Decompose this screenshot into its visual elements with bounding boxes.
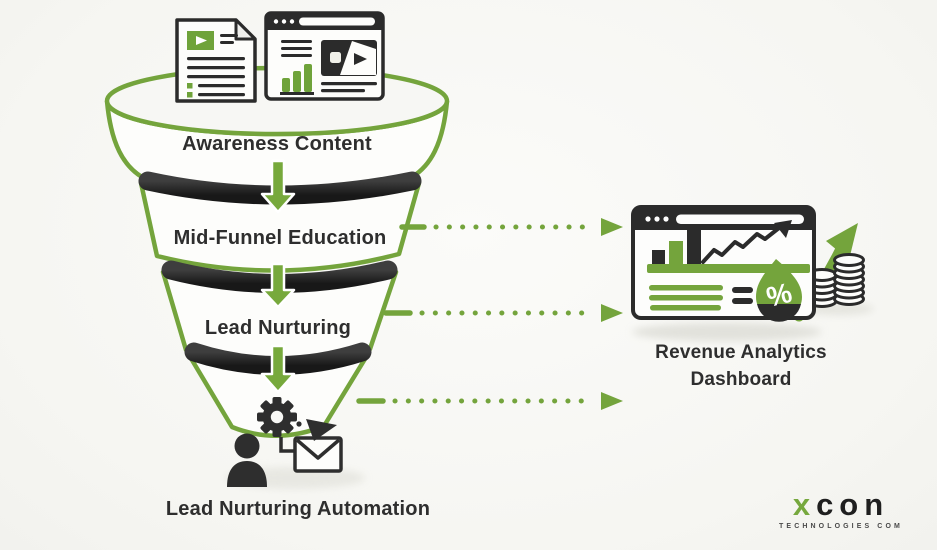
dotted-arrow-icon: [399, 218, 623, 236]
gear-icon: [257, 397, 297, 437]
send-arrow-icon: [296, 419, 337, 441]
dotted-connectors: [356, 218, 623, 410]
funnel-stage-label-leadnurturing: Lead Nurturing: [204, 317, 352, 339]
brand-tagline: TECHNOLOGIES COM: [779, 523, 903, 530]
email-icon: [293, 436, 343, 473]
brand-name-con: con: [816, 487, 890, 522]
funnel-stage-label-awareness: Awareness Content: [182, 133, 372, 155]
marketing-funnel: [104, 65, 450, 438]
coin-stacks-icon: [806, 253, 865, 308]
brand-name: xcon: [772, 489, 910, 520]
revenue-dashboard-illustration: %: [631, 205, 865, 322]
person-icon: [227, 433, 267, 487]
list-lines: [649, 285, 723, 311]
article-video-document-icon: [175, 18, 257, 103]
funnel-bottom-label: Lead Nurturing Automation: [165, 498, 431, 520]
dashboard-label: Revenue Analytics Dashboard: [655, 342, 827, 390]
dotted-arrow-icon: [383, 304, 623, 322]
brand-logo: xcon TECHNOLOGIES COM: [772, 489, 910, 530]
automation-icons: [227, 397, 343, 487]
trend-line-arrow-icon: [701, 220, 792, 264]
funnel-stage-label-midfunnel: Mid-Funnel Education: [173, 227, 387, 249]
percent-droplet-icon: %: [756, 259, 802, 322]
mini-bar-chart-icon: [282, 64, 312, 92]
equals-icon: [732, 287, 753, 304]
connector-line: [279, 437, 294, 453]
webpage-media-icon: [264, 11, 385, 101]
down-arrow-icon: [260, 159, 296, 394]
dotted-arrow-icon: [356, 392, 623, 410]
video-thumbnail-icon: [321, 40, 377, 76]
brand-name-x: x: [792, 487, 817, 522]
